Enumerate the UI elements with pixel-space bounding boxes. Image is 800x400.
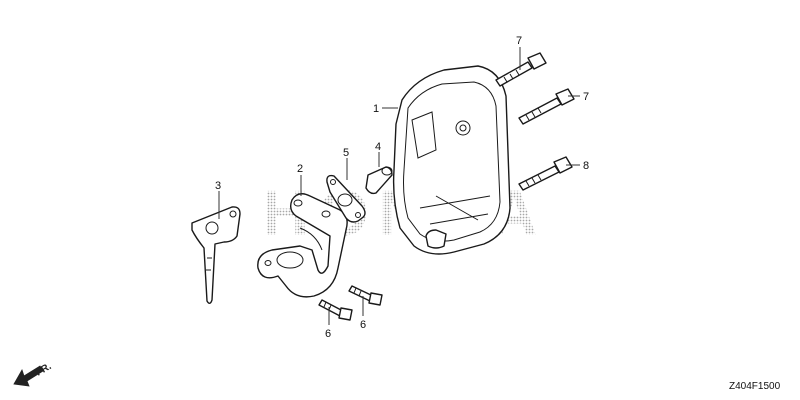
callout-gasket: 5 [343,147,349,159]
bracket-part [191,206,241,304]
callout-spark-arrester: 4 [375,141,381,153]
bolt-lower-part [518,156,573,191]
gasket-part [326,174,366,223]
callout-bolt-lower: 8 [583,160,589,172]
bolt-top-part [495,52,547,87]
callout-bolt-top: 7 [516,35,522,47]
callout-bolt-mid: 7 [583,91,589,103]
callout-exhaust-pipe: 2 [297,163,303,175]
front-arrow-icon [13,365,44,387]
callout-bracket: 3 [215,180,221,192]
bolt-left-part [318,299,353,321]
front-direction-indicator: FR. [13,361,54,387]
bolt-right-part [348,285,383,306]
muffler-part [392,65,511,255]
spark-arrester-part [365,166,393,195]
callout-muffler: 1 [373,103,379,115]
callout-bolt-left: 6 [325,328,331,340]
front-label: FR. [34,361,54,379]
figure-code: Z404F1500 [729,381,781,392]
bolt-mid-part [518,88,575,125]
callout-bolt-right: 6 [360,319,366,331]
